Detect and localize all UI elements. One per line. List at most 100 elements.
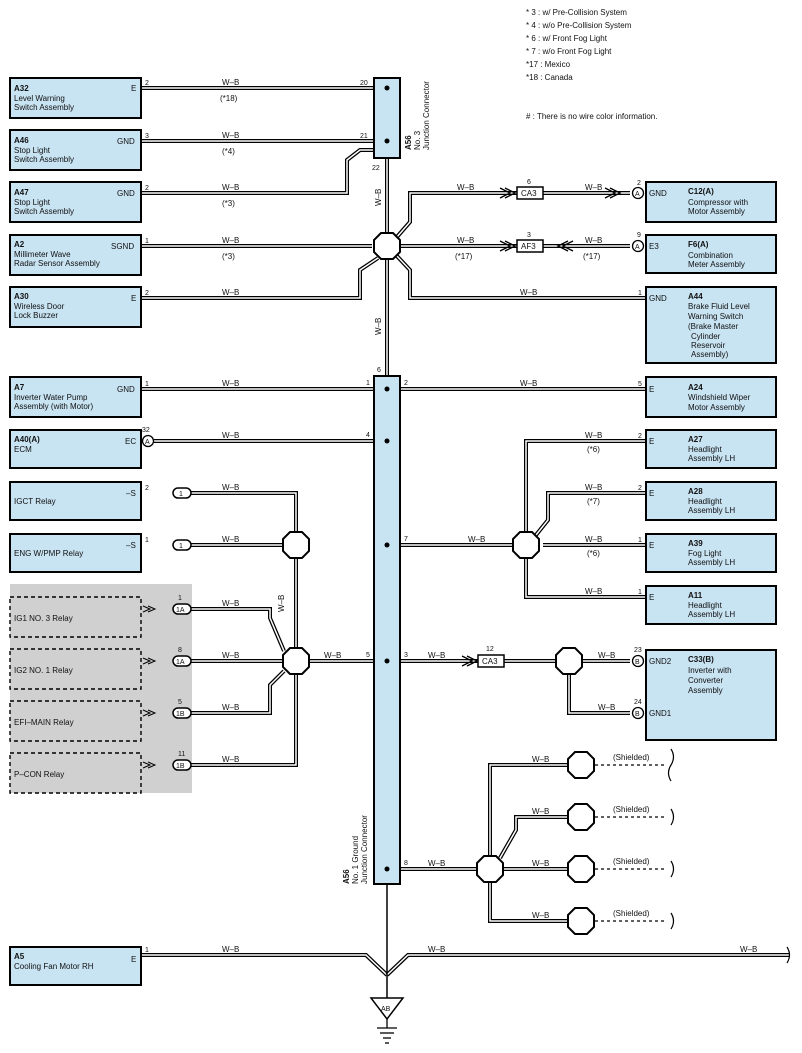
condition-label: (*3) [222, 199, 235, 208]
pin-number: 12 [486, 646, 494, 653]
svg-text:B: B [635, 711, 640, 718]
junction-code: A56 [404, 135, 413, 150]
junction-line: No. 1 Ground [351, 836, 360, 884]
svg-text:Headlight: Headlight [688, 601, 723, 610]
svg-text:1: 1 [145, 238, 149, 245]
pin-number: 6 [377, 367, 381, 374]
inline-connector-ca3-top: CA3 6 [499, 179, 622, 200]
component-a44: A44 Brake Fluid Level Warning Switch (Br… [638, 286, 777, 364]
svg-text:Headlight: Headlight [688, 445, 723, 454]
svg-text:2: 2 [145, 290, 149, 297]
svg-text:9: 9 [637, 232, 641, 239]
wire-color-label: W–B [374, 318, 383, 335]
condition-label: (*4) [222, 147, 235, 156]
shielded-label: (Shielded) [613, 857, 650, 866]
svg-text:1B: 1B [176, 711, 185, 718]
junction-line: Junction Connector [360, 815, 369, 884]
svg-text:Millimeter Wave: Millimeter Wave [14, 250, 71, 259]
svg-text:A24: A24 [688, 383, 703, 392]
wire-a30 [141, 256, 380, 300]
svg-text:A: A [635, 244, 640, 251]
svg-text:E: E [649, 437, 654, 446]
condition-label: (*6) [587, 549, 600, 558]
svg-text:A39: A39 [688, 539, 703, 548]
svg-text:E: E [649, 489, 654, 498]
wire-color-label: W–B [222, 288, 239, 297]
pin-number: 2 [404, 380, 408, 387]
component-efi-main-relay: EFI–MAIN Relay 5 1B [9, 699, 192, 742]
wire-color-label: W–B [468, 535, 485, 544]
svg-text:A5: A5 [14, 952, 25, 961]
pin-number: 3 [527, 232, 531, 239]
wire-color-label: W–B [222, 755, 239, 764]
wire-color-label: W–B [428, 651, 445, 660]
wire-color-label: W–B [585, 587, 602, 596]
svg-text:Stop Light: Stop Light [14, 146, 51, 155]
note-line: *17 : Mexico [526, 60, 571, 69]
shielded-label: (Shielded) [613, 909, 650, 918]
svg-text:GND: GND [117, 189, 135, 198]
svg-text:(Brake Master: (Brake Master [688, 322, 739, 331]
component-a32: A32 Level Warning Switch Assembly E 2 [9, 77, 149, 119]
wire-color-label: W–B [585, 183, 602, 192]
splice-headlight [512, 531, 540, 559]
svg-text:Headlight: Headlight [688, 497, 723, 506]
svg-text:Stop Light: Stop Light [14, 198, 51, 207]
svg-text:Switch Assembly: Switch Assembly [14, 207, 74, 216]
svg-text:A40(A): A40(A) [14, 435, 40, 444]
svg-text:Warning Switch: Warning Switch [688, 312, 743, 321]
condition-label: (*6) [587, 445, 600, 454]
svg-text:32: 32 [142, 427, 150, 434]
wire-color-label: W–B [222, 483, 239, 492]
note-line: * 6 : w/ Front Fog Light [526, 34, 608, 43]
svg-text:2: 2 [638, 485, 642, 492]
svg-text:2: 2 [637, 180, 641, 187]
svg-text:Assembly LH: Assembly LH [688, 610, 735, 619]
component-ig2-relay: IG2 NO. 1 Relay 8 1A [9, 647, 192, 690]
svg-text:Reservoir: Reservoir [691, 341, 726, 350]
svg-text:Assembly LH: Assembly LH [688, 454, 735, 463]
svg-text:Inverter Water Pump: Inverter Water Pump [14, 393, 88, 402]
junction-line: Junction Connector [422, 81, 431, 150]
svg-text:1: 1 [638, 589, 642, 596]
pin-number: 22 [372, 165, 380, 172]
component-a11: A11 Headlight Assembly LH E 1 [638, 585, 777, 625]
wire-color-label: W–B [428, 859, 445, 868]
svg-text:GND2: GND2 [649, 657, 672, 666]
component-f6: F6(A) Combination Meter Assembly E3 9 A [631, 232, 777, 274]
pin-number: 5 [366, 652, 370, 659]
splice-c33 [555, 647, 583, 675]
svg-text:Brake Fluid Level: Brake Fluid Level [688, 302, 750, 311]
svg-text:1: 1 [145, 947, 149, 954]
svg-text:IGCT Relay: IGCT Relay [14, 497, 56, 506]
wire-color-label: W–B [374, 189, 383, 206]
svg-text:Switch Assembly: Switch Assembly [14, 103, 74, 112]
svg-text:A27: A27 [688, 435, 703, 444]
svg-text:1B: 1B [176, 763, 185, 770]
wire-layer [141, 86, 790, 998]
svg-text:3: 3 [145, 133, 149, 140]
svg-text:Assembly LH: Assembly LH [688, 506, 735, 515]
component-c12: C12(A) Compressor with Motor Assembly GN… [631, 180, 777, 223]
svg-text:E: E [649, 593, 654, 602]
svg-text:2: 2 [145, 80, 149, 87]
wire-color-label: W–B [222, 703, 239, 712]
wire-color-label: W–B [740, 945, 757, 954]
svg-text:8: 8 [178, 647, 182, 654]
svg-text:Windshield Wiper: Windshield Wiper [688, 393, 751, 402]
wire-color-label: W–B [222, 431, 239, 440]
svg-text:Assembly (with Motor): Assembly (with Motor) [14, 402, 93, 411]
wire-color-label: W–B [585, 535, 602, 544]
ground-ab: AB [369, 997, 405, 1044]
wire-color-label: W–B [457, 236, 474, 245]
svg-text:Cylinder: Cylinder [691, 332, 721, 341]
svg-text:Cooling Fan Motor RH: Cooling Fan Motor RH [14, 962, 94, 971]
svg-text:1A: 1A [176, 607, 185, 614]
wire-color-label: W–B [457, 183, 474, 192]
svg-text:A2: A2 [14, 240, 25, 249]
svg-text:Assembly): Assembly) [691, 350, 729, 359]
svg-text:E: E [131, 955, 136, 964]
svg-text:GND: GND [649, 294, 667, 303]
svg-text:Assembly: Assembly [688, 686, 723, 695]
